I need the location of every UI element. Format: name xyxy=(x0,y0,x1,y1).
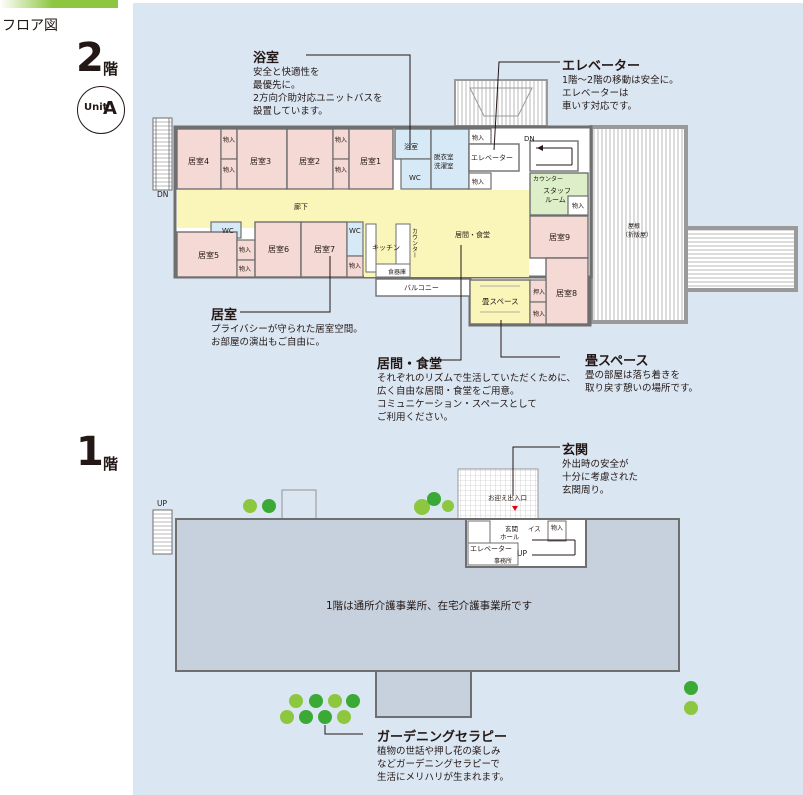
floor1-suffix: 階 xyxy=(103,455,119,473)
room9-label: 居室9 xyxy=(549,232,570,242)
counter-label: カウンター xyxy=(533,175,563,183)
floor2-suffix: 階 xyxy=(103,60,119,78)
floor2-number: 2 xyxy=(76,35,104,81)
roof-area xyxy=(589,125,688,324)
staff-room-label: スタッフルーム xyxy=(543,186,571,204)
room8-label: 居室8 xyxy=(556,288,577,298)
room1-label: 居室1 xyxy=(360,156,381,166)
elevator-roof xyxy=(454,79,548,127)
living-callout-title: 居間・食堂 xyxy=(377,357,443,372)
garden-callout-desc: 植物の世話や押し花の楽しみ などガーデニングセラピーで 生活にメリハリが生まれま… xyxy=(377,746,510,783)
dish-label: 食器庫 xyxy=(388,268,406,276)
office-label: 事務所 xyxy=(494,557,512,565)
store-label: 物入 xyxy=(572,202,584,210)
store-label: 物入 xyxy=(239,265,251,273)
room5-label: 居室5 xyxy=(198,250,219,260)
entrance-hall-label: 玄関ホール xyxy=(500,524,520,541)
store-label: 物入 xyxy=(335,136,347,144)
top-rooms xyxy=(176,128,589,216)
living-callout: 居間・食堂 それぞれのリズムで生活していただくために、 広く自由な居間・食堂をご… xyxy=(377,353,576,424)
callout-lines xyxy=(240,54,560,735)
bathroom-callout-title: 浴室 xyxy=(253,51,280,66)
entrance-callout: 玄関 外出時の安全が 十分に考慮された 玄関周り。 xyxy=(562,439,638,497)
roof-label: 屋根（折版屋） xyxy=(622,222,652,239)
chair-label: イス xyxy=(528,525,541,533)
store-label: 物入 xyxy=(335,166,347,174)
room-callout-desc: プライバシーが守られた居室空間。 お部屋の演出もご自由に。 xyxy=(211,324,363,348)
elevator-callout-title: エレベーター xyxy=(562,59,641,74)
floor1-center-text: 1階は通所介護事業所、在宅介護事業所です xyxy=(326,599,532,612)
top-accent-bar xyxy=(0,0,118,8)
closet-label: 押入 xyxy=(533,288,545,296)
dn-label-left: DN xyxy=(157,190,168,199)
unit-prefix: Unit xyxy=(84,102,108,113)
wc-label: WC xyxy=(349,227,361,235)
tatami-callout-desc: 畳の部屋は落ち着きを 取り戻す憩いの場所です。 xyxy=(585,370,699,394)
elevator-label-1f: エレベーター xyxy=(470,544,512,553)
balcony-label: バルコニー xyxy=(404,284,439,292)
roof-extension xyxy=(684,226,798,292)
floor1-number: 1 xyxy=(76,429,104,475)
entrance-gate-label: お迎え出入口 xyxy=(488,493,527,502)
bathroom-callout-desc: 安全と快適性を 最優先に。 2方向介助対応ユニットバスを 設置しています。 xyxy=(253,67,383,117)
room3-label: 居室3 xyxy=(250,156,271,166)
unit-badge: Unit A xyxy=(77,86,125,134)
elevator-label: エレベーター xyxy=(471,153,513,162)
living-room xyxy=(420,190,529,277)
entrance-callout-desc: 外出時の安全が 十分に考慮された 玄関周り。 xyxy=(562,459,639,496)
counter-label: カウンター xyxy=(411,228,418,258)
bath-label: 浴室 xyxy=(404,142,418,151)
room4-label: 居室4 xyxy=(188,156,209,166)
room-callout-title: 居室 xyxy=(211,308,238,323)
store-label: 物入 xyxy=(223,136,235,144)
left-stair xyxy=(152,117,173,191)
room-callout: 居室 プライバシーが守られた居室空間。 お部屋の演出もご自由に。 xyxy=(211,304,363,349)
store-label: 物入 xyxy=(239,246,251,254)
store-label: 物入 xyxy=(472,178,484,186)
store-label: 物入 xyxy=(223,166,235,174)
unit-letter: A xyxy=(103,98,117,119)
living-label: 居間・食堂 xyxy=(455,230,490,239)
store-label: 物入 xyxy=(533,310,545,318)
bottom-rooms xyxy=(176,215,589,325)
tatami-callout-title: 畳スペース xyxy=(585,354,649,369)
room7-label: 居室7 xyxy=(314,244,335,254)
tatami-callout: 畳スペース 畳の部屋は落ち着きを 取り戻す憩いの場所です。 xyxy=(585,350,698,395)
up-label: UP xyxy=(517,549,527,558)
page-title: フロア図 xyxy=(2,18,58,34)
wc-label: WC xyxy=(409,174,421,182)
elevator-callout: エレベーター 1階～2階の移動は安全に。 エレベーターは 車いす対応です。 xyxy=(562,55,679,113)
room2-label: 居室2 xyxy=(299,156,320,166)
tatami-label: 畳スペース xyxy=(482,297,519,306)
building-1f xyxy=(152,468,680,718)
up-label-left: UP xyxy=(157,499,167,508)
entrance-callout-title: 玄関 xyxy=(562,443,589,458)
tree-icons xyxy=(243,492,698,724)
living-callout-desc: それぞれのリズムで生活していただくために、 広く自由な居間・食堂をご用意。 コミ… xyxy=(377,373,576,423)
store-label: 物入 xyxy=(349,262,361,270)
garden-callout-title: ガーデニングセラピー xyxy=(377,730,508,745)
dressing-label: 脱衣室洗濯室 xyxy=(434,152,454,170)
room6-label: 居室6 xyxy=(268,244,289,254)
dn-label: DN xyxy=(524,135,535,143)
kitchen-label: キッチン xyxy=(372,244,400,252)
bathroom-callout: 浴室 安全と快適性を 最優先に。 2方向介助対応ユニットバスを 設置しています。 xyxy=(253,47,383,118)
garden-callout: ガーデニングセラピー 植物の世話や押し花の楽しみ などガーデニングセラピーで 生… xyxy=(377,726,509,784)
store-label: 物入 xyxy=(551,524,563,532)
corridor-label: 廊下 xyxy=(294,202,308,211)
store-label: 物入 xyxy=(472,134,484,142)
wc-label: WC xyxy=(222,227,234,235)
elevator-callout-desc: 1階～2階の移動は安全に。 エレベーターは 車いす対応です。 xyxy=(562,75,679,112)
